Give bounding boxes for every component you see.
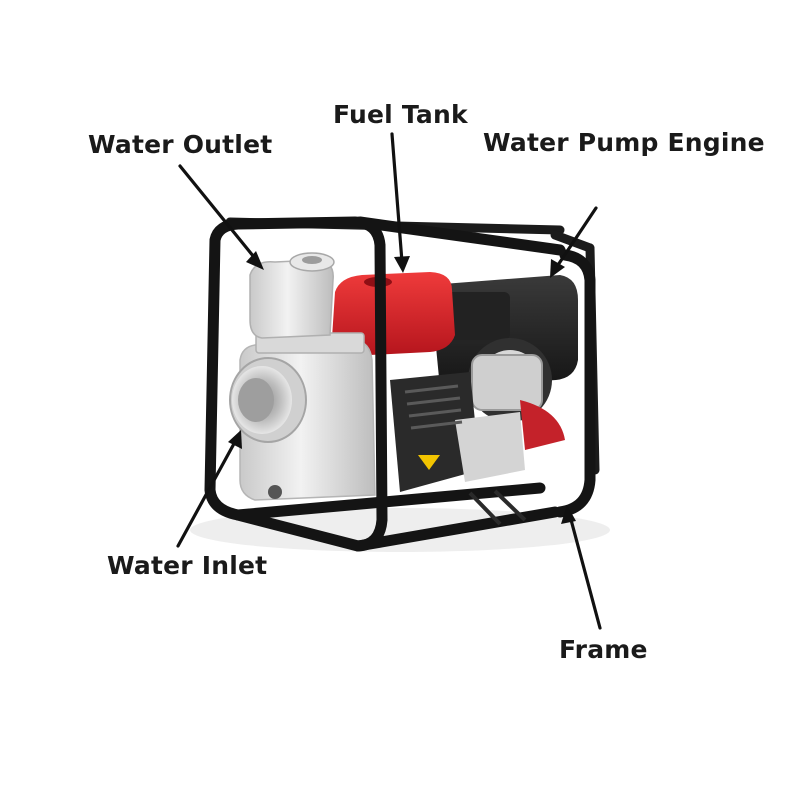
water-outlet-label: Water Outlet (88, 130, 273, 159)
pump-body (229, 252, 376, 501)
water-inlet-label: Water Inlet (107, 551, 268, 580)
frame-label: Frame (559, 635, 648, 664)
water-outlet-pointer (178, 164, 260, 264)
water-inlet-pointer (176, 438, 238, 548)
water-pump-engine-label: Water Pump Engine (483, 128, 765, 157)
frame-pointer (568, 514, 602, 630)
engine-block (390, 275, 578, 492)
fuel-tank-label: Fuel Tank (333, 100, 468, 129)
fuel-tank-pointer (390, 132, 404, 264)
frame-base-slats (468, 489, 527, 526)
callout-arrows (176, 132, 602, 630)
engine-pointer (554, 206, 598, 270)
